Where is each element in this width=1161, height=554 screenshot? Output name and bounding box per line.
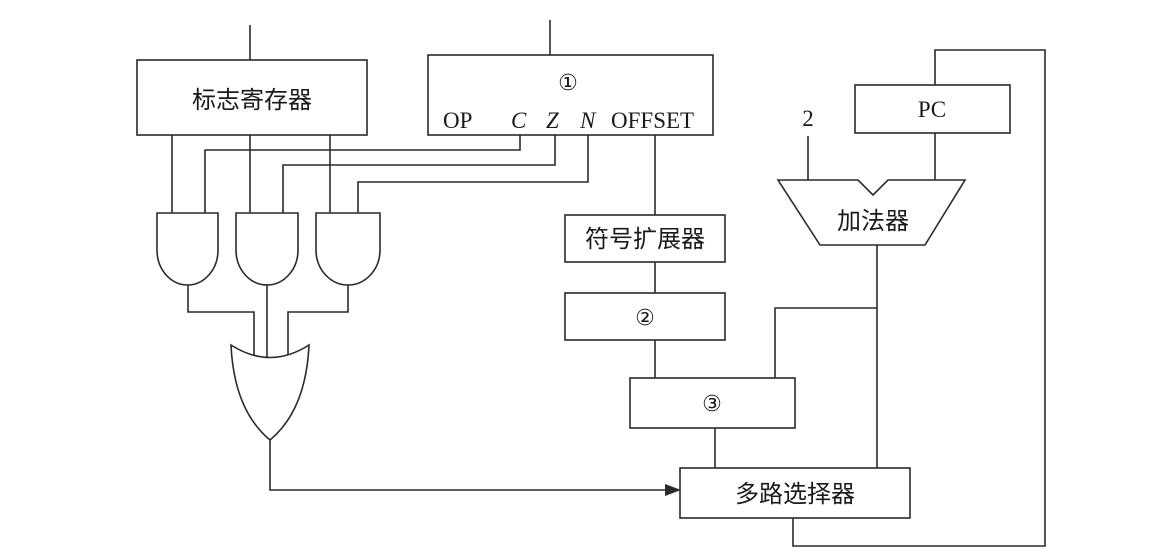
- or-gate: [230, 343, 310, 442]
- field-op: OP: [443, 108, 472, 133]
- field-n: N: [579, 108, 597, 133]
- instruction-register-box: [427, 54, 714, 136]
- field-z: Z: [546, 108, 559, 133]
- constant-label: 2: [802, 106, 814, 131]
- or-output-line: [269, 440, 668, 491]
- c-wire: [204, 135, 521, 215]
- pc-box: [854, 84, 1011, 134]
- and-gate-1: [156, 212, 219, 286]
- and-gate-3: [315, 212, 381, 286]
- field-offset: OFFSET: [611, 108, 694, 133]
- mux-box: [679, 467, 911, 519]
- mux-to-pc-feedback-line: [792, 49, 1046, 547]
- pc-label: PC: [918, 97, 946, 122]
- sign-extender-label: 符号扩展器: [585, 226, 705, 253]
- and-gate-2: [235, 212, 299, 286]
- arrow-head: [665, 484, 681, 496]
- adder-label: 加法器: [837, 208, 909, 235]
- instruction-register-marker: ①: [558, 71, 578, 96]
- and-output-3: [287, 285, 349, 355]
- box-2: [564, 292, 726, 341]
- field-c: C: [511, 108, 527, 133]
- box-2-label: ②: [635, 306, 655, 331]
- box-3-label: ③: [702, 392, 722, 417]
- mux-label: 多路选择器: [735, 481, 855, 508]
- sign-extender-box: [564, 214, 726, 263]
- adder-to-box-3-line: [774, 307, 877, 378]
- and-output-1: [187, 285, 255, 355]
- flag-register-label: 标志寄存器: [192, 87, 312, 114]
- box-3: [629, 377, 796, 429]
- z-wire: [282, 135, 556, 215]
- n-wire: [357, 135, 589, 215]
- flag-register-box: [136, 59, 368, 136]
- adder-shape: [776, 179, 967, 246]
